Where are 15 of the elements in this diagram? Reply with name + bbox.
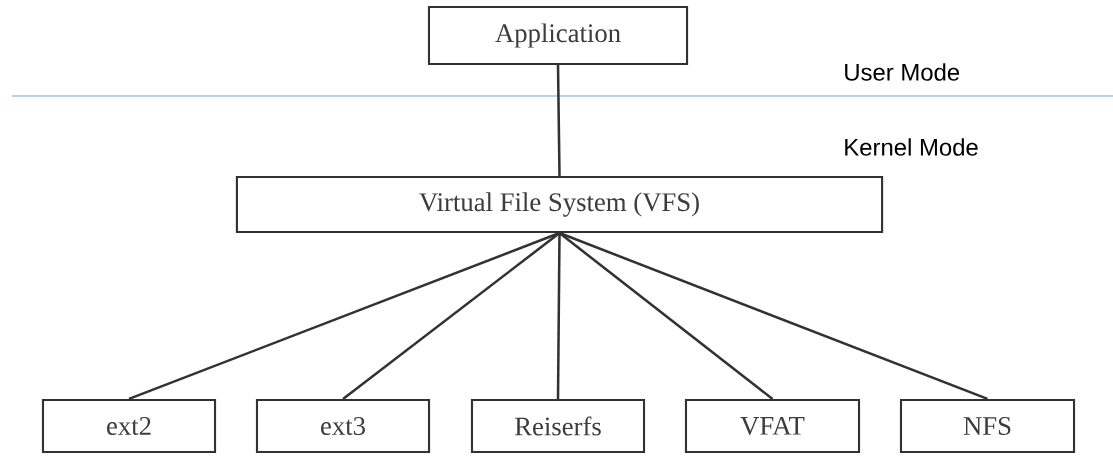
file-system-box: NFS (899, 398, 1076, 454)
mode-label: User Mode (845, 63, 960, 81)
connector-line (556, 233, 561, 399)
connector-line (558, 232, 774, 400)
connector-line (556, 65, 561, 176)
file-system-box: Reiserfs (470, 398, 646, 454)
connector-line (128, 231, 560, 401)
connector-line (342, 232, 561, 400)
file-system-box: ext3 (255, 398, 431, 454)
file-system-box: VFAT (684, 398, 861, 454)
connector-line (559, 231, 988, 401)
process-box: Application (427, 5, 689, 66)
mode-label: Kernel Mode (845, 138, 978, 156)
process-box: Virtual File System (VFS) (235, 175, 884, 234)
file-system-box: ext2 (41, 398, 217, 454)
